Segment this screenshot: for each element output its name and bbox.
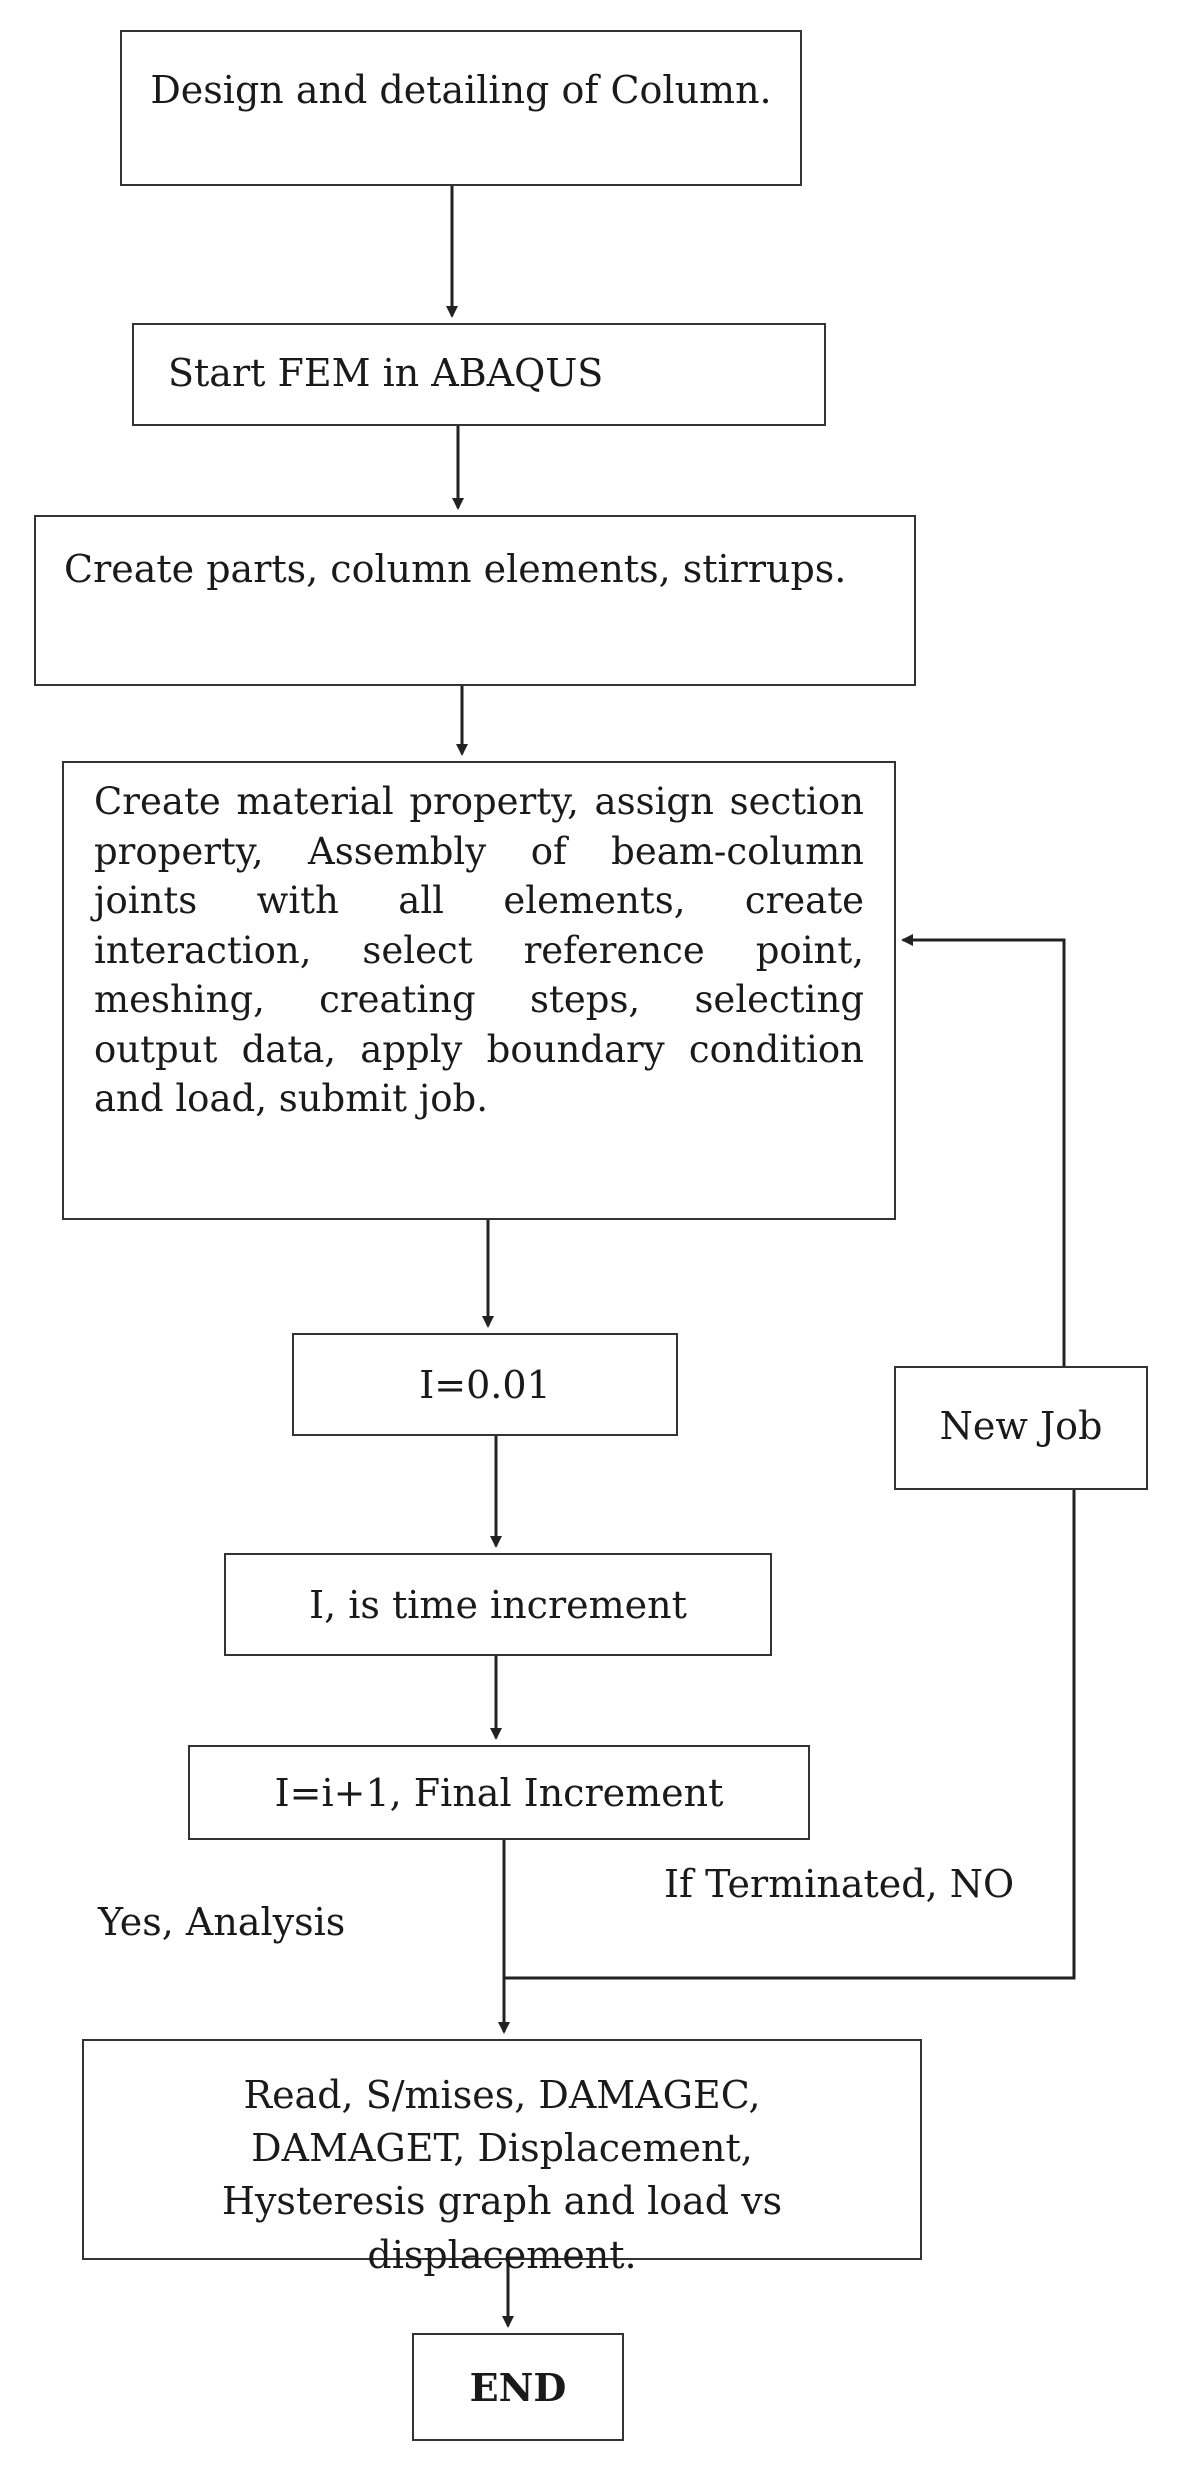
- create-material-box: Create material property, assign section…: [62, 761, 896, 1220]
- create-parts-box: Create parts, column elements, stirrups.: [34, 515, 916, 686]
- start-fem-box: Start FEM in ABAQUS: [132, 323, 826, 426]
- no-branch-label: If Terminated, NO: [664, 1862, 1015, 1906]
- new-job-box: New Job: [894, 1366, 1148, 1490]
- end-text: END: [469, 2365, 567, 2410]
- read-results-box: Read, S/mises, DAMAGEC, DAMAGET, Displac…: [82, 2039, 922, 2277]
- final-increment-text: I=i+1, Final Increment: [274, 1771, 724, 1815]
- time-increment-text: I, is time increment: [309, 1583, 687, 1627]
- read-results-text: Read, S/mises, DAMAGEC, DAMAGET, Displac…: [221, 2073, 783, 2277]
- design-box: Design and detailing of Column.: [120, 30, 802, 186]
- end-box: END: [412, 2333, 624, 2441]
- yes-branch-label: Yes, Analysis: [98, 1900, 346, 1944]
- arrow-newjob-to-material: [901, 934, 1066, 1366]
- new-job-text: New Job: [939, 1404, 1103, 1448]
- create-material-text: Create material property, assign section…: [94, 780, 864, 1121]
- no-branch-line: [504, 1490, 1076, 1980]
- design-text: Design and detailing of Column.: [150, 68, 772, 112]
- start-fem-text: Start FEM in ABAQUS: [168, 351, 604, 395]
- final-increment-box: I=i+1, Final Increment: [188, 1745, 810, 1840]
- create-parts-text: Create parts, column elements, stirrups.: [64, 547, 847, 591]
- init-increment-box: I=0.01: [292, 1333, 678, 1436]
- init-increment-text: I=0.01: [419, 1363, 551, 1407]
- time-increment-box: I, is time increment: [224, 1553, 772, 1656]
